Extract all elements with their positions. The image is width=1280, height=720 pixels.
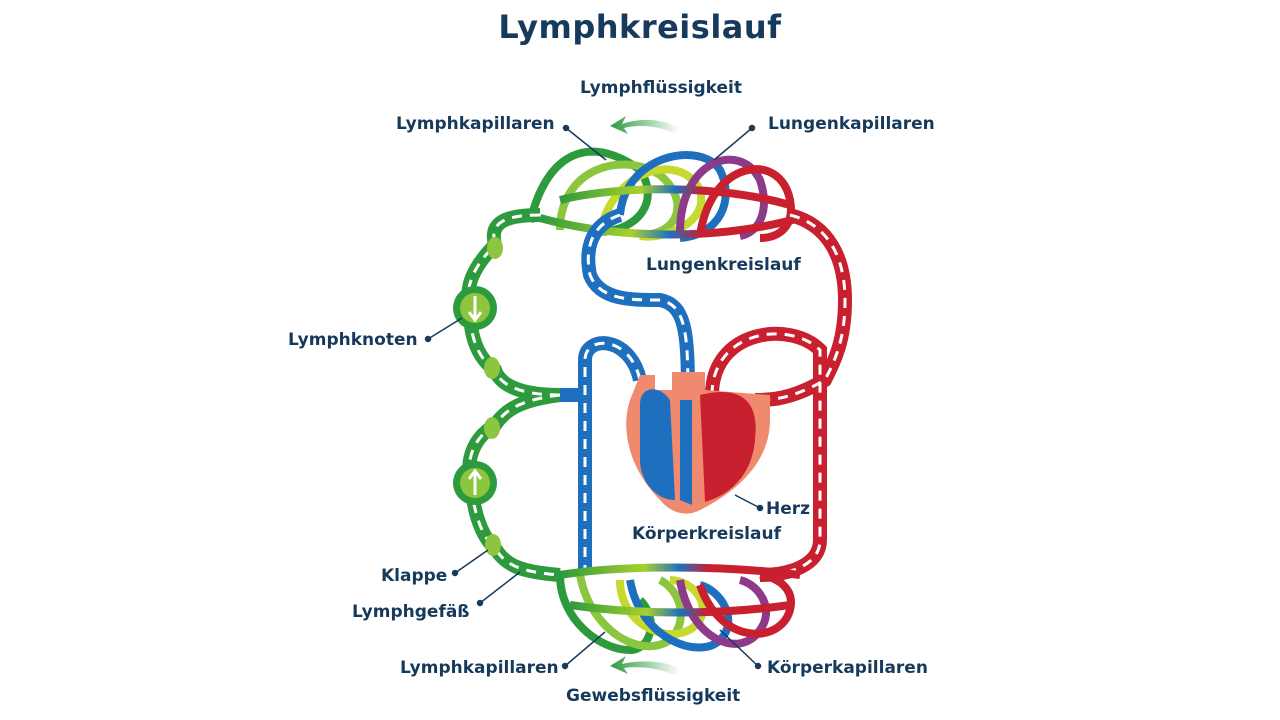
- label-lymphkapillaren-bottom: Lymphkapillaren: [400, 658, 559, 678]
- leader-lines: [424, 124, 764, 670]
- label-gewebsfluessigkeit: Gewebsflüssigkeit: [566, 686, 741, 706]
- label-lungenkapillaren: Lungenkapillaren: [768, 114, 935, 134]
- lymph-node-upper: [453, 286, 497, 330]
- body-capillary-network: [556, 563, 801, 655]
- label-koerperkapillaren: Körperkapillaren: [767, 658, 928, 678]
- page-title: Lymphkreislauf: [498, 8, 782, 46]
- label-klappe: Klappe: [381, 566, 448, 586]
- lymph-valves: [484, 237, 503, 556]
- tissue-fluid-arrow: [610, 656, 680, 676]
- label-herz: Herz: [766, 499, 811, 519]
- lymph-vessel: [461, 208, 561, 582]
- heart: [626, 372, 770, 514]
- label-lymphgefaess: Lymphgefäß: [352, 602, 470, 622]
- label-koerperkreislauf: Körperkreislauf: [632, 524, 781, 544]
- lymph-flow-arrow-top: [610, 116, 680, 134]
- label-lymphknoten: Lymphknoten: [288, 330, 418, 350]
- label-lymphkapillaren-top: Lymphkapillaren: [396, 114, 555, 134]
- label-lungenkreislauf: Lungenkreislauf: [646, 255, 801, 275]
- label-lymphfluessigkeit: Lymphflüssigkeit: [580, 78, 743, 98]
- lung-capillary-network: [526, 147, 802, 242]
- lymph-node-lower: [453, 461, 497, 505]
